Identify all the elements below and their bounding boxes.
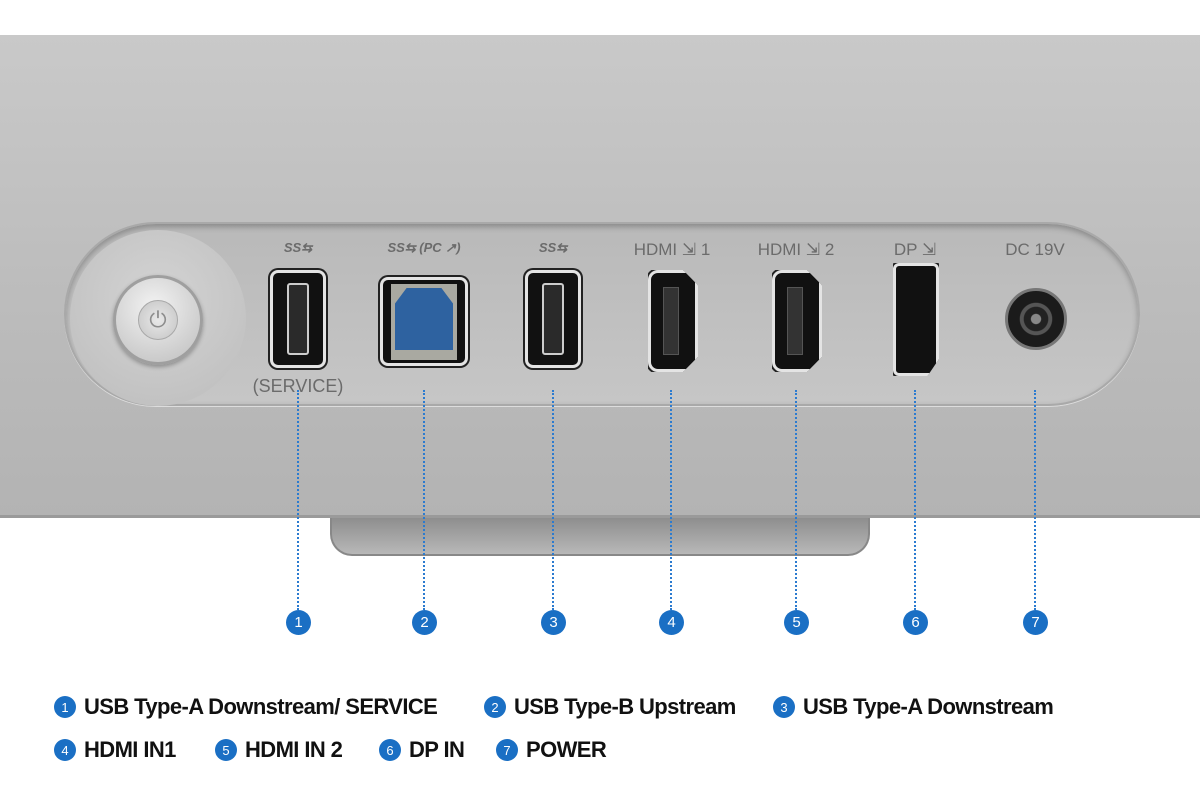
legend-label: POWER bbox=[526, 737, 607, 762]
port-4-label: HDMI ⇲ 1 bbox=[633, 240, 711, 259]
power-icon: ⏻ bbox=[138, 300, 178, 340]
callout-number: 1 bbox=[286, 610, 311, 635]
callout-number: 5 bbox=[784, 610, 809, 635]
port-7-label: DC 19V bbox=[1005, 240, 1065, 259]
legend-item: 5 HDMI IN 2 bbox=[215, 737, 343, 763]
usb-a-port bbox=[525, 270, 581, 368]
legend-item: 6 DP IN bbox=[379, 737, 465, 763]
legend-item: 2 USB Type-B Upstream bbox=[484, 694, 736, 720]
legend-number: 5 bbox=[215, 739, 237, 761]
hdmi-2-port bbox=[772, 270, 822, 372]
hdmi-1-port bbox=[648, 270, 698, 372]
legend-label: USB Type-A Downstream/ SERVICE bbox=[84, 694, 438, 719]
callout-line bbox=[670, 390, 672, 610]
legend-label: DP IN bbox=[409, 737, 465, 762]
legend-number: 3 bbox=[773, 696, 795, 718]
legend-number: 2 bbox=[484, 696, 506, 718]
legend-item: 3 USB Type-A Downstream bbox=[773, 694, 1054, 720]
power-button[interactable]: ⏻ bbox=[113, 275, 203, 365]
callout-line bbox=[914, 390, 916, 610]
dc-power-port bbox=[1005, 288, 1067, 350]
callout-number: 7 bbox=[1023, 610, 1048, 635]
legend-label: USB Type-B Upstream bbox=[514, 694, 736, 719]
legend-label: HDMI IN 2 bbox=[245, 737, 343, 762]
callout-line bbox=[552, 390, 554, 610]
port-1-label: SS⇆ bbox=[283, 240, 313, 255]
monitor-stand bbox=[330, 518, 870, 556]
callout-line bbox=[795, 390, 797, 610]
legend-number: 4 bbox=[54, 739, 76, 761]
port-5-label: HDMI ⇲ 2 bbox=[757, 240, 835, 259]
legend-label: USB Type-A Downstream bbox=[803, 694, 1054, 719]
legend-number: 6 bbox=[379, 739, 401, 761]
port-3-label: SS⇆ bbox=[538, 240, 568, 255]
legend-number: 7 bbox=[496, 739, 518, 761]
legend-item: 7 POWER bbox=[496, 737, 607, 763]
callout-number: 4 bbox=[659, 610, 684, 635]
usb-a-service-port bbox=[270, 270, 326, 368]
callout-number: 6 bbox=[903, 610, 928, 635]
legend-item: 4 HDMI IN1 bbox=[54, 737, 176, 763]
port-6-label: DP ⇲ bbox=[893, 240, 937, 259]
callout-line bbox=[297, 390, 299, 610]
callout-number: 3 bbox=[541, 610, 566, 635]
legend-number: 1 bbox=[54, 696, 76, 718]
legend-item: 1 USB Type-A Downstream/ SERVICE bbox=[54, 694, 438, 720]
callout-line bbox=[423, 390, 425, 610]
service-label: (SERVICE) bbox=[252, 376, 344, 396]
legend-label: HDMI IN1 bbox=[84, 737, 176, 762]
port-2-label: SS⇆ (PC ↗) bbox=[387, 240, 461, 255]
usb-b-port bbox=[380, 277, 468, 366]
callout-number: 2 bbox=[412, 610, 437, 635]
callout-line bbox=[1034, 390, 1036, 610]
displayport-port bbox=[893, 263, 939, 376]
